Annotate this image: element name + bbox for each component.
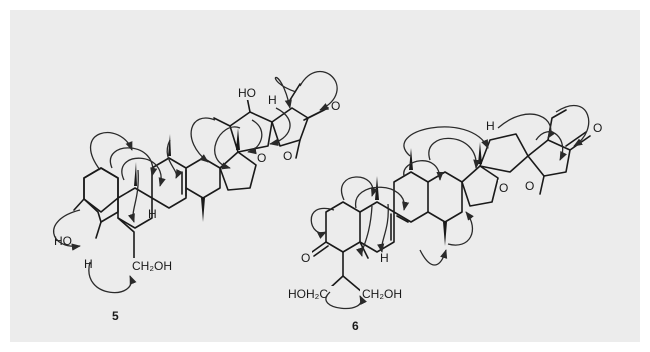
compound-6-h-top: H <box>486 119 495 133</box>
compound-6-labels: H O O O H O HOH₂C CH₂OH 6 <box>286 119 604 333</box>
compound-5-o-carbonyl: O <box>331 99 340 113</box>
compound-5-h-left: H <box>84 257 93 271</box>
compound-5-ring-e <box>219 151 257 191</box>
compound-5-o-spiro: O <box>257 151 266 165</box>
compound-5: HO H O O O H HO H CH₂OH 5 <box>52 71 342 323</box>
compound-5-methyls <box>73 128 240 259</box>
compound-6-ring-c <box>393 171 429 223</box>
compound-6-ring-a <box>311 201 361 257</box>
compound-5-number: 5 <box>112 309 119 323</box>
compound-5-labels: HO H O O O H HO H CH₂OH 5 <box>52 86 342 323</box>
compound-5-ring-a <box>83 167 119 223</box>
compound-5-o-ring: O <box>283 149 292 163</box>
compound-6-correlation-arrows <box>310 104 590 310</box>
compound-6-methyls <box>329 142 482 293</box>
compound-6-h-mid: H <box>380 251 389 265</box>
compound-5-ho-top: HO <box>238 86 256 100</box>
compound-6-o-carbonyl: O <box>593 121 602 135</box>
compound-6-ring-e <box>461 165 499 207</box>
compound-6-o-ring: O <box>525 179 534 193</box>
compound-6-hoh2c: HOH₂C <box>288 287 328 301</box>
compound-6-ring-d <box>427 171 463 223</box>
compound-5-ho-left: HO <box>54 234 72 248</box>
compound-6-o-ketone: O <box>301 251 310 265</box>
compound-6-ring-b <box>359 201 395 253</box>
compound-6: H O O O H O HOH₂C CH₂OH 6 <box>286 104 604 333</box>
compound-5-ch2oh: CH₂OH <box>132 259 172 273</box>
compound-5-h-top: H <box>268 93 277 107</box>
compound-6-ch2oh: CH₂OH <box>362 287 402 301</box>
compound-6-number: 6 <box>352 319 359 333</box>
compound-5-correlation-arrows <box>52 71 338 294</box>
compound-6-o-spiro: O <box>499 181 508 195</box>
compound-5-ring-d <box>185 157 221 199</box>
compound-5-h-mid: H <box>148 207 157 221</box>
